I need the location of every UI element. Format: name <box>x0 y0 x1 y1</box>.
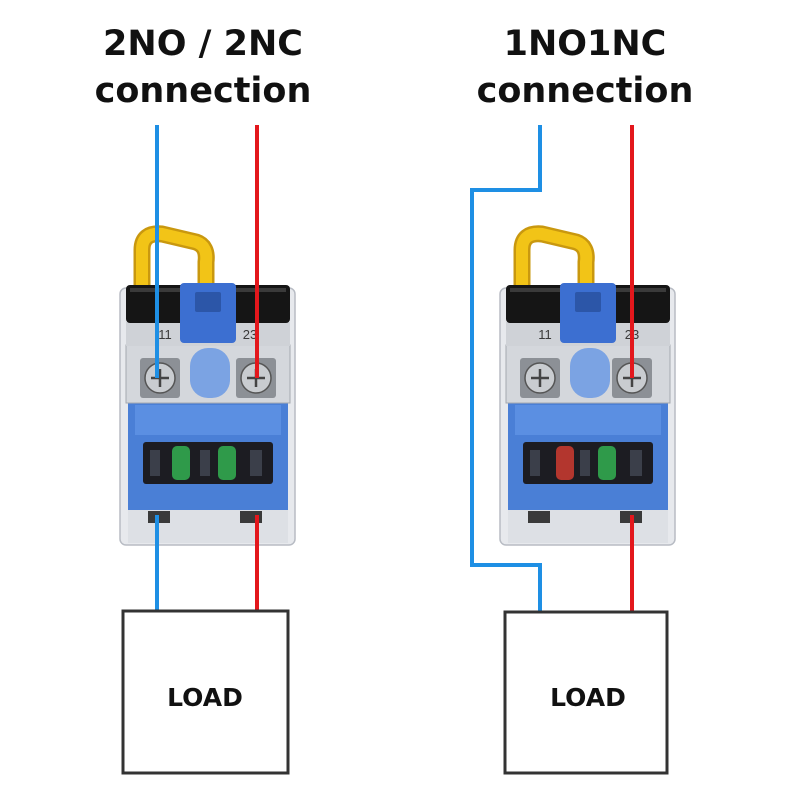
center-bump <box>570 348 610 398</box>
screw-cross-icon <box>151 369 169 387</box>
panel-title-line2: connection <box>95 71 312 111</box>
bottom-terminal <box>528 511 550 523</box>
indicator-window-1 <box>172 446 190 480</box>
indicator-window-2 <box>598 446 616 480</box>
terminal-label-left: 11 <box>158 327 172 342</box>
load-label: LOAD <box>167 683 243 712</box>
indicator-window-1 <box>556 446 574 480</box>
panel-title-line2: connection <box>477 71 694 111</box>
panel-1no1nc: 1NO1NC connection 11 23 <box>470 24 694 775</box>
bottom-terminal-area <box>508 505 668 543</box>
switch-body-top <box>515 405 661 435</box>
screw-cross-icon <box>531 369 549 387</box>
center-latch-inner <box>195 292 221 312</box>
switch-block: 11 23 <box>499 225 676 546</box>
indicator-slot <box>530 450 540 476</box>
panel-title-line1: 2NO / 2NC <box>103 24 303 64</box>
yellow-clip <box>516 227 593 298</box>
terminal-label-left: 11 <box>538 327 552 342</box>
load-box <box>121 609 290 775</box>
yellow-clip <box>136 227 213 298</box>
load-label: LOAD <box>550 683 626 712</box>
panel-2no-2nc: 2NO / 2NC connection 11 <box>95 24 312 775</box>
center-latch-inner <box>575 292 601 312</box>
switch-block: 11 23 <box>119 225 296 546</box>
load-box <box>503 610 669 775</box>
bottom-terminal-area <box>128 505 288 543</box>
indicator-slot <box>150 450 160 476</box>
center-bump <box>190 348 230 398</box>
center-latch <box>560 283 616 343</box>
indicator-window-2 <box>218 446 236 480</box>
terminal-label-right: 23 <box>243 327 257 342</box>
panel-title-line1: 1NO1NC <box>504 24 667 64</box>
blue-wire-bypass <box>470 125 542 612</box>
switch-body-top <box>135 405 281 435</box>
indicator-slot <box>630 450 642 476</box>
indicator-slot <box>200 450 210 476</box>
indicator-slot <box>580 450 590 476</box>
indicator-slot <box>250 450 262 476</box>
center-latch <box>180 283 236 343</box>
